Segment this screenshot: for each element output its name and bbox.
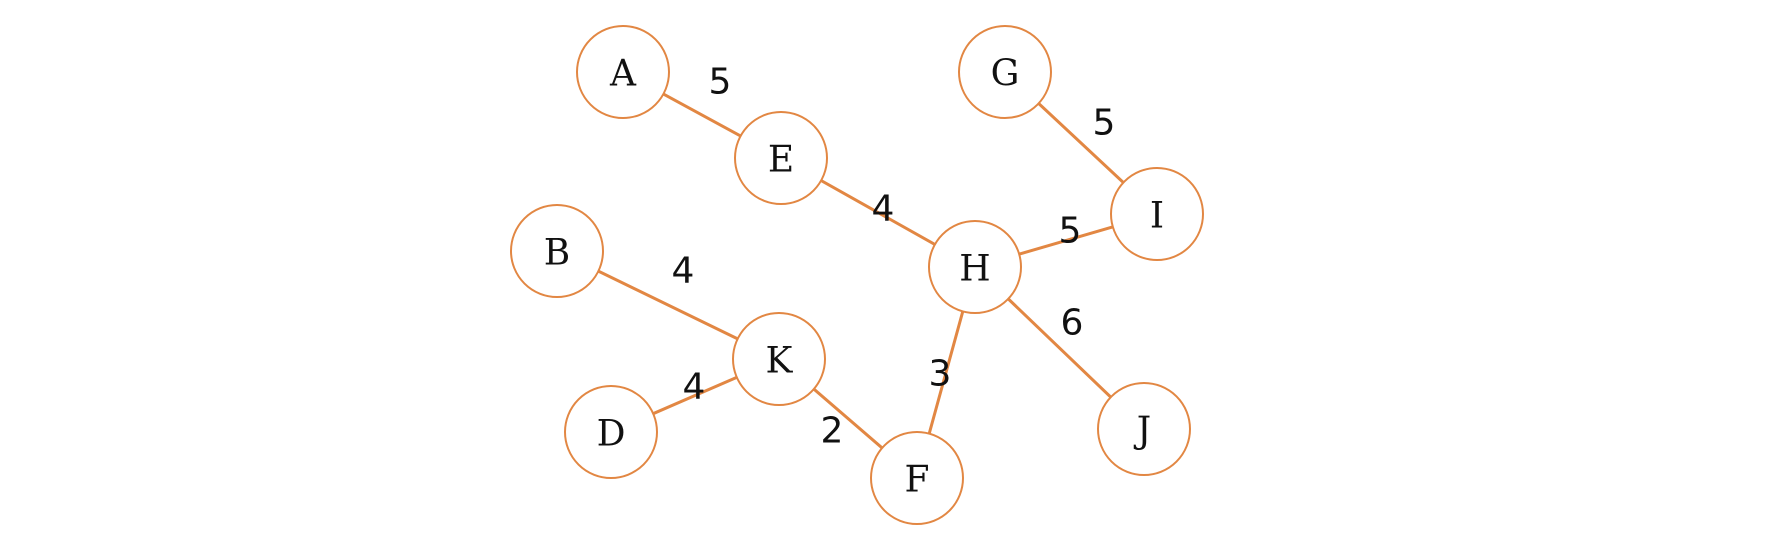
node-g: G xyxy=(958,25,1052,119)
node-label-f: F xyxy=(905,460,930,501)
node-label-a: A xyxy=(609,54,637,95)
node-circle-e xyxy=(734,111,828,205)
node-circle-i xyxy=(1110,167,1204,261)
node-label-g: G xyxy=(991,54,1020,95)
edge-weight-d-k: 4 xyxy=(683,367,706,408)
node-circle-f xyxy=(870,431,964,525)
node-b: B xyxy=(510,204,604,298)
edge-weight-h-i: 5 xyxy=(1059,211,1082,252)
node-circle-d xyxy=(564,385,658,479)
nodes-layer: A B D E F G H I J K xyxy=(510,25,1204,525)
edge-weight-g-i: 5 xyxy=(1093,103,1116,144)
node-label-b: B xyxy=(544,233,570,274)
edge-weight-a-e: 5 xyxy=(709,62,732,103)
node-circle-b xyxy=(510,204,604,298)
edge-weight-k-f: 2 xyxy=(821,411,844,452)
node-circle-h xyxy=(928,220,1022,314)
node-circle-j xyxy=(1097,382,1191,476)
node-a: A xyxy=(576,25,670,119)
node-j: J xyxy=(1097,382,1191,476)
node-k: K xyxy=(732,312,826,406)
node-label-j: J xyxy=(1133,411,1151,452)
node-d: D xyxy=(564,385,658,479)
node-h: H xyxy=(928,220,1022,314)
node-label-k: K xyxy=(766,341,794,382)
node-label-i: I xyxy=(1150,196,1164,237)
node-label-h: H xyxy=(959,249,990,290)
node-circle-k xyxy=(732,312,826,406)
edge-weight-h-f: 3 xyxy=(929,354,952,395)
edge-weight-e-h: 4 xyxy=(872,189,895,230)
node-e: E xyxy=(734,111,828,205)
node-label-e: E xyxy=(768,140,794,181)
node-label-d: D xyxy=(597,414,626,455)
edge-weight-b-k: 4 xyxy=(672,251,695,292)
node-i: I xyxy=(1110,167,1204,261)
edge-weight-h-j: 6 xyxy=(1061,303,1084,344)
node-f: F xyxy=(870,431,964,525)
node-circle-a xyxy=(576,25,670,119)
node-circle-g xyxy=(958,25,1052,119)
